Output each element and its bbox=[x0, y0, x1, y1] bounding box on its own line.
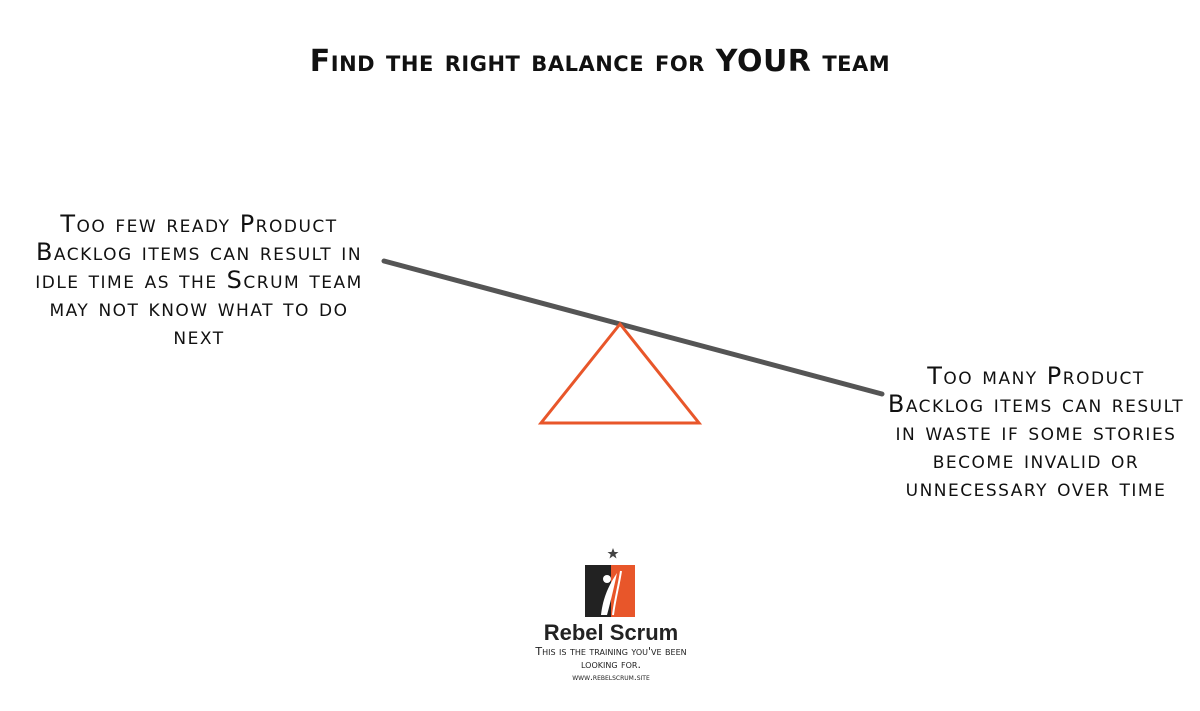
brand-name: Rebel Scrum bbox=[543, 620, 679, 645]
brand-tagline: This is the training you've been looking… bbox=[535, 645, 687, 671]
page-title: Find the right balance for YOUR team bbox=[309, 44, 891, 79]
seesaw-beam bbox=[381, 258, 885, 397]
too-many-items-note: Too many Product Backlog items can resul… bbox=[887, 362, 1185, 502]
rebel-scrum-logo: Rebel Scrum This is the training you've … bbox=[530, 545, 692, 685]
fulcrum-triangle bbox=[537, 321, 703, 425]
rebel-scrum-emblem-icon bbox=[585, 548, 635, 617]
too-few-items-note: Too few ready Product Backlog items can … bbox=[35, 210, 363, 350]
brand-website: www.rebelscrum.site bbox=[572, 673, 650, 683]
